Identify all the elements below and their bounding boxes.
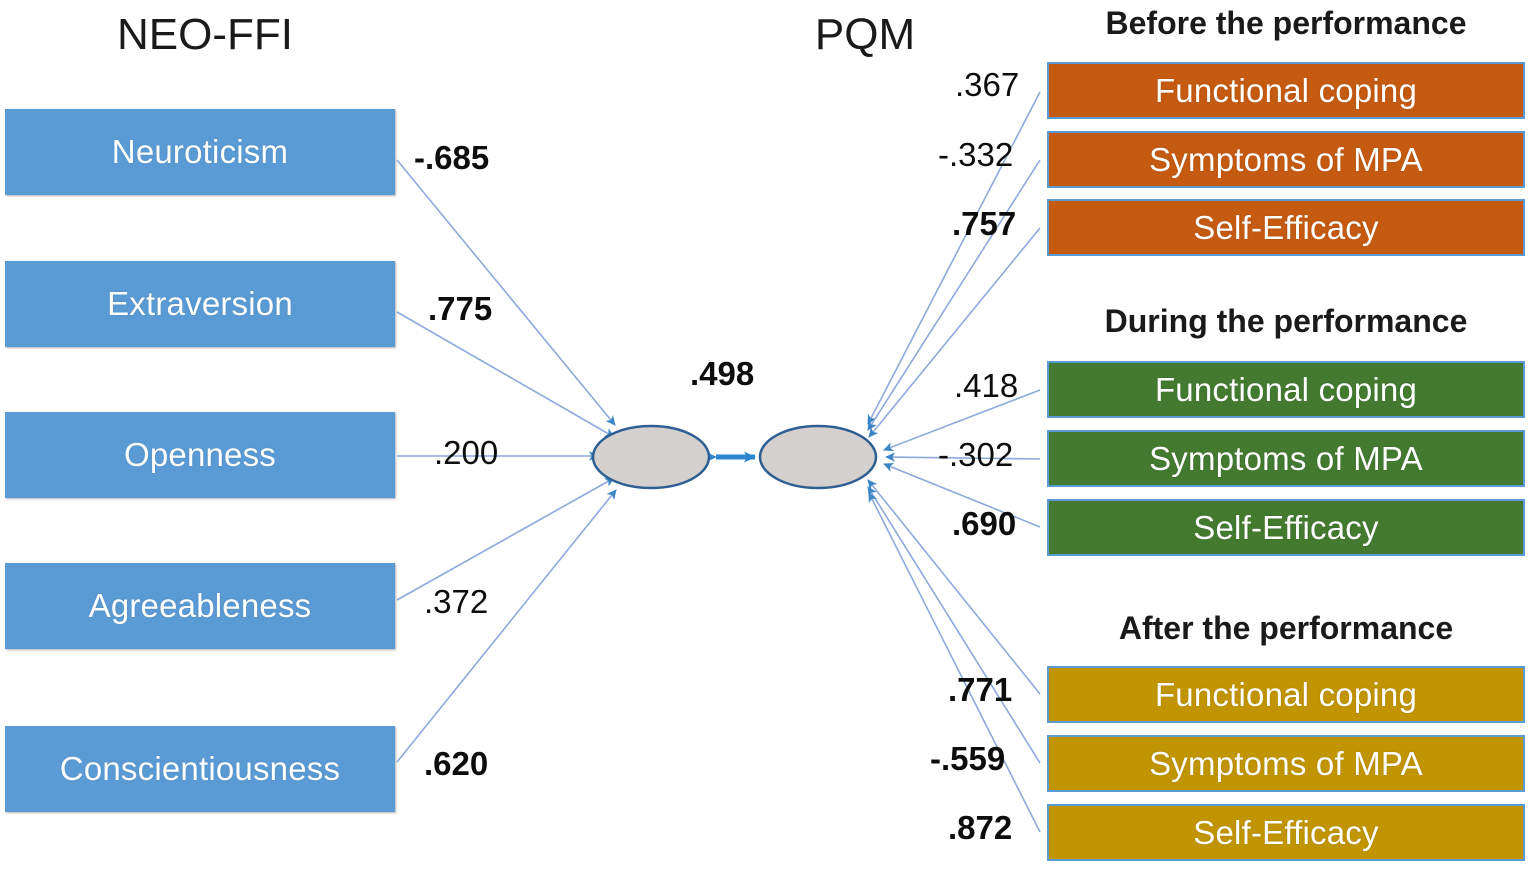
coefficient-before-symptoms-of-mpa: -.332 bbox=[938, 136, 1014, 173]
neo-box-label: Openness bbox=[123, 436, 277, 473]
during-box-label: Self-Efficacy bbox=[1193, 508, 1379, 546]
group-title-before: Before the performance bbox=[1105, 5, 1467, 41]
coefficient-during-symptoms-of-mpa: -.302 bbox=[938, 436, 1014, 473]
pqm-path-arrows bbox=[867, 91, 1041, 833]
neo-ffi-panel-title: NEO-FFI bbox=[117, 10, 293, 59]
coefficient-before-functional-coping: .367 bbox=[955, 66, 1020, 103]
after-box-functional-coping[interactable]: Functional coping bbox=[1047, 666, 1525, 723]
coefficient-during-functional-coping: .418 bbox=[954, 367, 1019, 404]
right-latent-oval bbox=[758, 424, 878, 490]
neo-box-extraversion[interactable]: Extraversion bbox=[5, 261, 395, 347]
during-box-label: Functional coping bbox=[1154, 370, 1418, 408]
during-box-functional-coping[interactable]: Functional coping bbox=[1047, 361, 1525, 418]
coefficient-neuroticism: -.685 bbox=[414, 139, 490, 176]
before-box-symptoms-of-mpa[interactable]: Symptoms of MPA bbox=[1047, 131, 1525, 188]
pqm-panel-title: PQM bbox=[814, 10, 916, 59]
group-title-after: After the performance bbox=[1118, 610, 1454, 646]
neo-box-label: Neuroticism bbox=[111, 133, 289, 170]
neo-box-label: Agreeableness bbox=[88, 587, 312, 624]
coefficient-extraversion: .775 bbox=[428, 290, 493, 327]
group-title-during: During the performance bbox=[1104, 303, 1468, 339]
neo-box-neuroticism[interactable]: Neuroticism bbox=[5, 109, 395, 195]
during-box-label: Symptoms of MPA bbox=[1149, 439, 1423, 477]
neo-path-arrows bbox=[396, 159, 617, 763]
coefficient-latent-correlation: .498 bbox=[690, 355, 755, 392]
after-box-symptoms-of-mpa[interactable]: Symptoms of MPA bbox=[1047, 735, 1525, 792]
before-box-label: Functional coping bbox=[1154, 71, 1418, 109]
coefficient-during-self-efficacy: .690 bbox=[952, 505, 1017, 542]
neo-box-agreeableness[interactable]: Agreeableness bbox=[5, 563, 395, 649]
before-box-label: Symptoms of MPA bbox=[1149, 140, 1423, 178]
during-box-symptoms-of-mpa[interactable]: Symptoms of MPA bbox=[1047, 430, 1525, 487]
after-box-label: Functional coping bbox=[1154, 675, 1418, 713]
coefficient-conscientiousness: .620 bbox=[424, 745, 489, 782]
coefficient-before-self-efficacy: .757 bbox=[952, 205, 1017, 242]
coefficient-after-functional-coping: .771 bbox=[948, 671, 1013, 708]
before-box-functional-coping[interactable]: Functional coping bbox=[1047, 62, 1525, 119]
neo-box-conscientiousness[interactable]: Conscientiousness bbox=[5, 726, 395, 812]
before-box-label: Self-Efficacy bbox=[1193, 208, 1379, 246]
before-box-self-efficacy[interactable]: Self-Efficacy bbox=[1047, 199, 1525, 256]
coefficient-agreeableness: .372 bbox=[424, 583, 489, 620]
neo-box-label: Conscientiousness bbox=[59, 750, 341, 787]
after-box-self-efficacy[interactable]: Self-Efficacy bbox=[1047, 804, 1525, 861]
coefficient-openness: .200 bbox=[434, 434, 499, 471]
neo-box-label: Extraversion bbox=[107, 285, 293, 322]
coefficient-after-self-efficacy: .872 bbox=[948, 809, 1013, 846]
neo-box-openness[interactable]: Openness bbox=[5, 412, 395, 498]
during-box-self-efficacy[interactable]: Self-Efficacy bbox=[1047, 499, 1525, 556]
after-box-label: Symptoms of MPA bbox=[1149, 744, 1423, 782]
after-box-label: Self-Efficacy bbox=[1193, 813, 1379, 851]
coefficient-after-symptoms-of-mpa: -.559 bbox=[930, 740, 1006, 777]
left-latent-oval bbox=[591, 424, 711, 490]
